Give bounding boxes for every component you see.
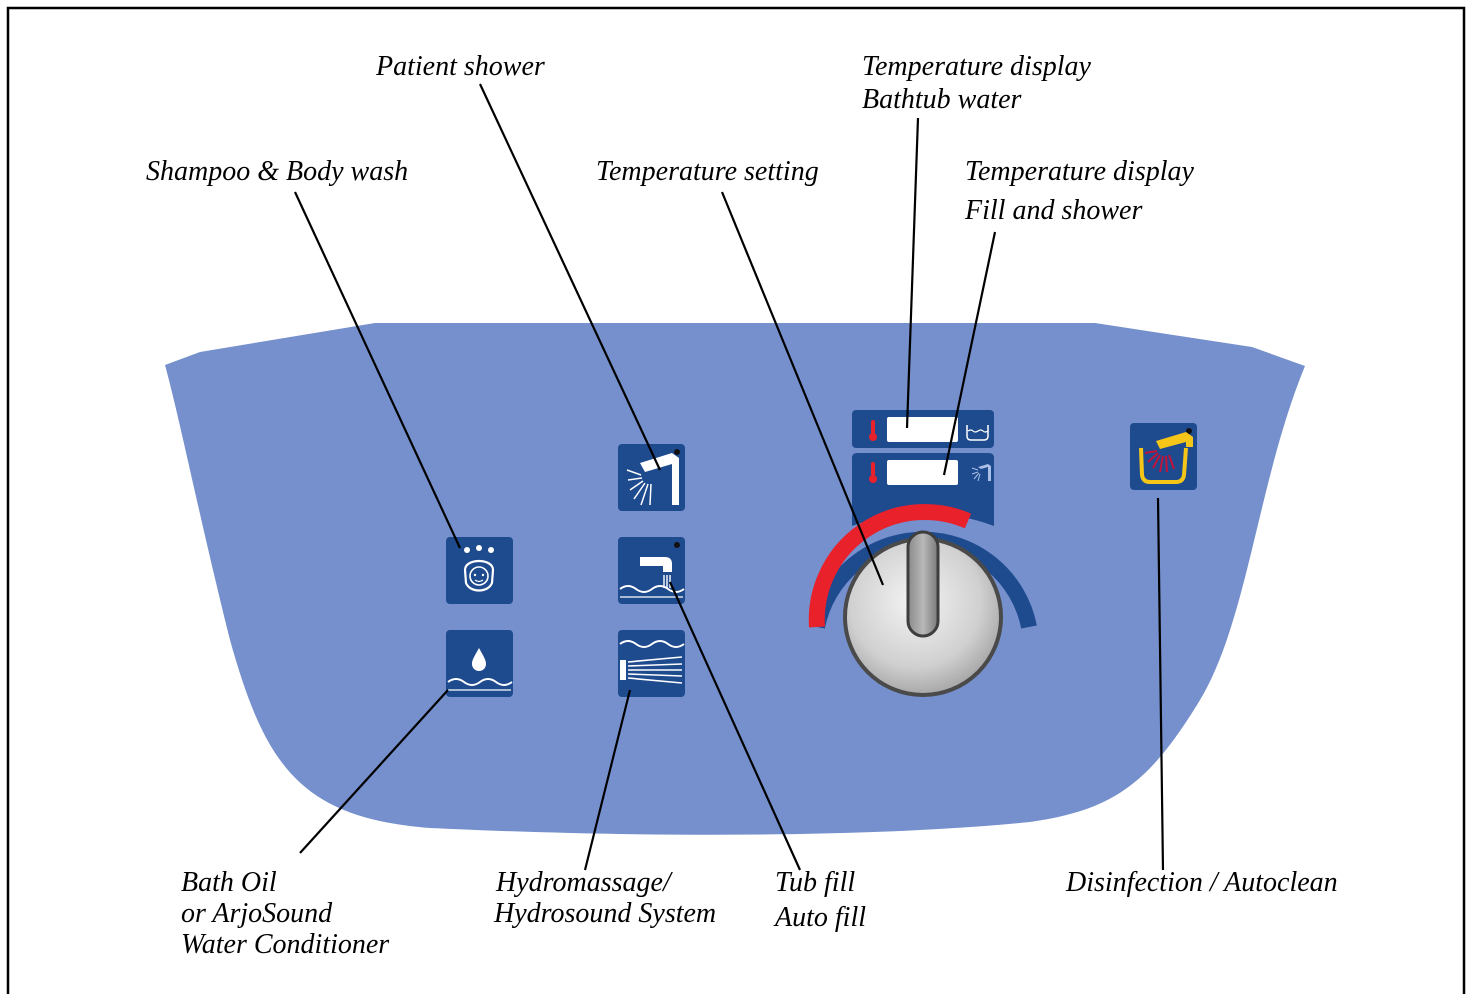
indicator-led [674, 449, 680, 455]
label-patient-shower: Patient shower [375, 51, 545, 82]
panel-body [165, 323, 1305, 835]
leader-lines [294, 83, 1165, 871]
labels: Patient shower Temperature display Batht… [146, 51, 1338, 960]
label-bath-oil-line3: Water Conditioner [181, 929, 389, 960]
tub-fill-icon [619, 557, 685, 598]
hydromassage-icon [619, 640, 685, 684]
shampoo-button[interactable] [446, 537, 513, 604]
dial-arc-red [808, 503, 972, 628]
bath-oil-icon [447, 648, 513, 691]
label-temp-display-bathtub-line1: Temperature display [862, 51, 1091, 82]
label-temp-display-fill-line2: Fill and shower [964, 195, 1142, 226]
disinfection-icon [1139, 432, 1193, 484]
label-tub-fill-line2: Auto fill [773, 902, 866, 933]
bathtub-icon [966, 425, 989, 441]
label-hydromassage-line2: Hydrosound System [493, 898, 716, 929]
temperature-dial[interactable] [808, 503, 1037, 697]
label-temp-display-fill-line1: Temperature display [965, 156, 1194, 187]
label-temperature-setting: Temperature setting [596, 156, 819, 187]
patient-shower-button[interactable] [618, 444, 685, 511]
indicator-led [1186, 428, 1192, 434]
label-temp-display-bathtub-line2: Bathtub water [862, 84, 1022, 115]
thermometer-icon [869, 462, 877, 483]
tub-fill-button[interactable] [618, 537, 685, 604]
label-bath-oil-line1: Bath Oil [181, 867, 277, 898]
temperature-display-fill-shower [852, 453, 994, 526]
label-hydromassage-line1: Hydromassage/ [495, 867, 673, 898]
indicator-led [674, 542, 680, 548]
label-shampoo-body-wash: Shampoo & Body wash [146, 156, 408, 187]
hydromassage-button[interactable] [618, 630, 685, 697]
patient-shower-icon [626, 453, 679, 506]
label-disinfection: Disinfection / Autoclean [1065, 867, 1338, 898]
dial-handle[interactable] [906, 530, 940, 638]
thermometer-icon [869, 420, 877, 441]
disinfection-button[interactable] [1130, 423, 1197, 490]
bathtub-temp-screen [887, 417, 958, 442]
label-tub-fill-line1: Tub fill [775, 867, 855, 898]
shower-icon [971, 464, 991, 482]
frame-border [6, 6, 1466, 994]
shampoo-icon [463, 545, 495, 592]
label-bath-oil-line2: or ArjoSound [181, 898, 333, 929]
bath-oil-button[interactable] [446, 630, 513, 697]
fill-shower-temp-screen [887, 460, 958, 485]
temperature-display-bathtub [852, 410, 994, 448]
